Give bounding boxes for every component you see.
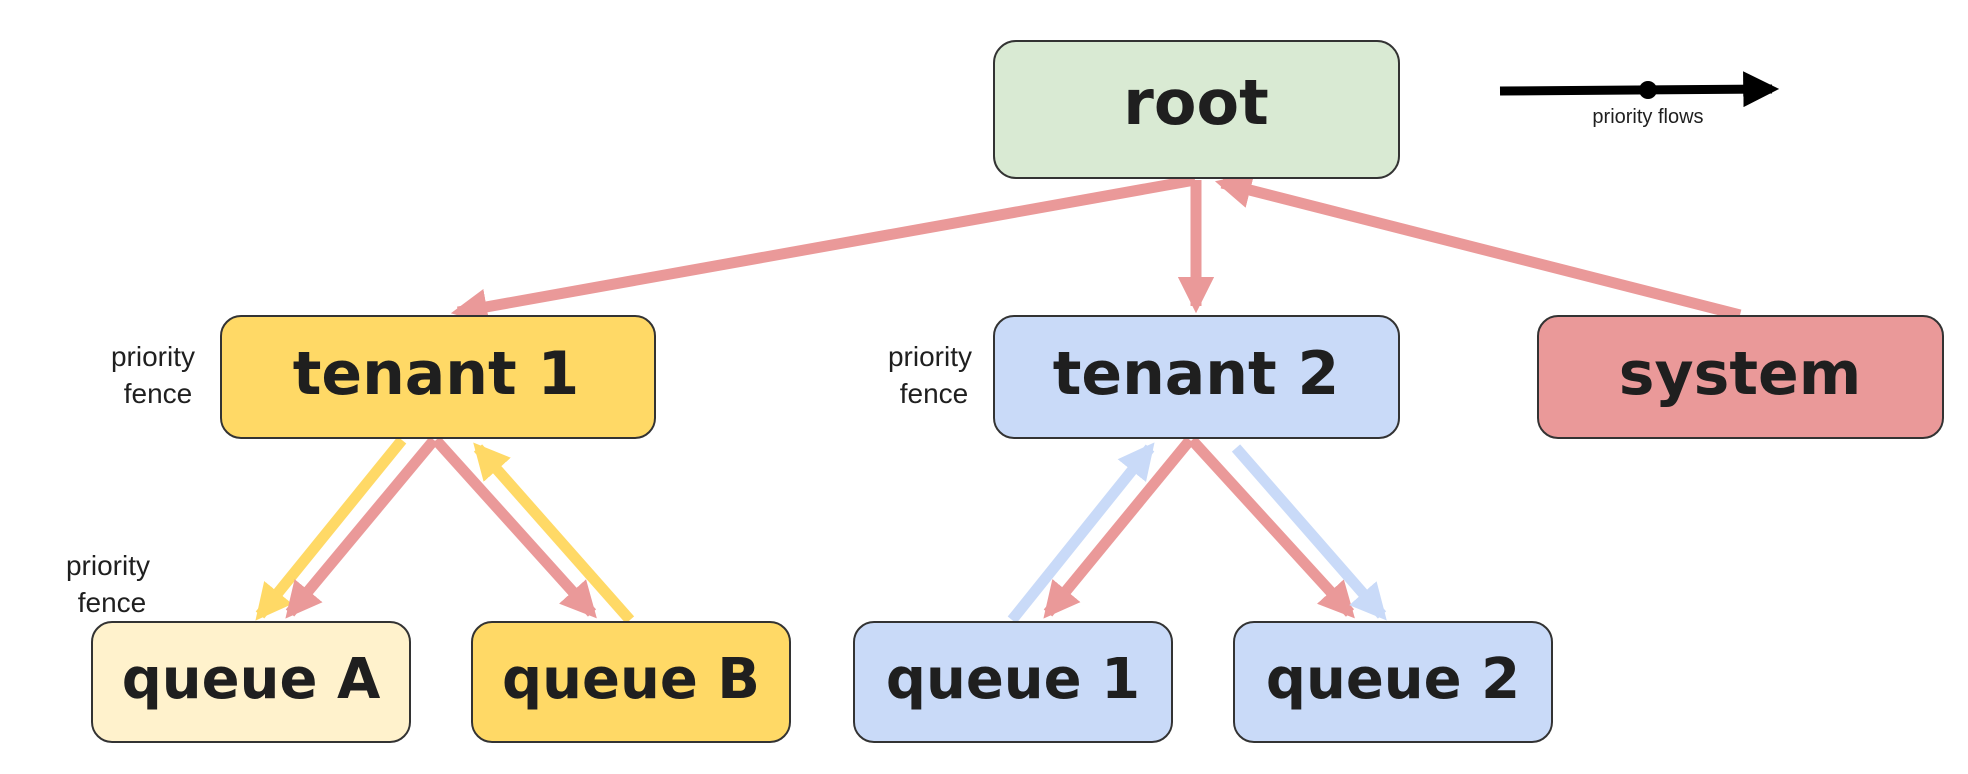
legend: priority flows [1499,71,1780,128]
fence-label-tenant2-line1: priority [888,341,972,372]
node-queue-2-label: queue 2 [1266,647,1520,712]
node-queue-b: queue B [471,621,791,743]
node-tenant1-label: tenant 1 [293,339,580,409]
node-system: system [1537,315,1944,439]
fence-label-tenant2-line2: fence [900,378,969,409]
node-queue-a-label: queue A [122,647,381,712]
legend-dot [1639,81,1657,99]
legend-arrow [1499,71,1780,108]
node-tenant1: tenant 1 [220,315,656,439]
fence-label-queue-a-line2: fence [78,587,147,618]
node-tenant2-box [993,315,1400,439]
fence-label-queue-a-line1: priority [66,550,150,581]
node-tenant1-box [220,315,656,439]
arrow-system-to-root [1214,172,1742,321]
arrow-tenant1-to-queueB-red [431,436,597,619]
fence-label-tenant1-line1: priority [111,341,195,372]
arrows [255,172,1742,624]
fence-label-tenant1-line2: fence [124,378,193,409]
node-queue-a-box [91,621,411,743]
node-tenant2-label: tenant 2 [1053,339,1340,409]
fence-label-tenant1: priority fence [111,341,195,409]
node-queue-b-label: queue B [502,647,760,712]
node-system-box [1537,315,1944,439]
node-queue-a: queue A [91,621,411,743]
node-queue-2-box [1233,621,1553,743]
node-queue-1-label: queue 1 [886,647,1140,712]
node-tenant2: tenant 2 [993,315,1400,439]
fence-label-tenant2: priority fence [888,341,972,409]
arrow-queue1-to-tenant2-blue [1007,442,1155,624]
node-queue-b-box [471,621,791,743]
node-queue-2: queue 2 [1233,621,1553,743]
arrow-root-to-tenant1 [450,174,1196,325]
node-root-label: root [1123,66,1268,139]
arrow-tenant1-to-queueA-yellow [255,436,407,621]
node-system-label: system [1619,339,1861,409]
arrow-tenant2-to-queue1-red [1043,436,1195,619]
fence-label-queue-a: priority fence [66,550,150,618]
node-root-box [993,40,1400,179]
arrow-tenant2-to-queue2-red [1187,436,1355,619]
legend-label: priority flows [1592,106,1703,128]
arrow-queueB-to-tenant1-yellow [473,442,635,624]
arrow-tenant1-to-queueA-red [285,436,439,619]
node-queue-1: queue 1 [853,621,1173,743]
node-root: root [993,40,1400,179]
arrow-tenant2-to-queue2-blue [1231,444,1387,621]
node-queue-1-box [853,621,1173,743]
